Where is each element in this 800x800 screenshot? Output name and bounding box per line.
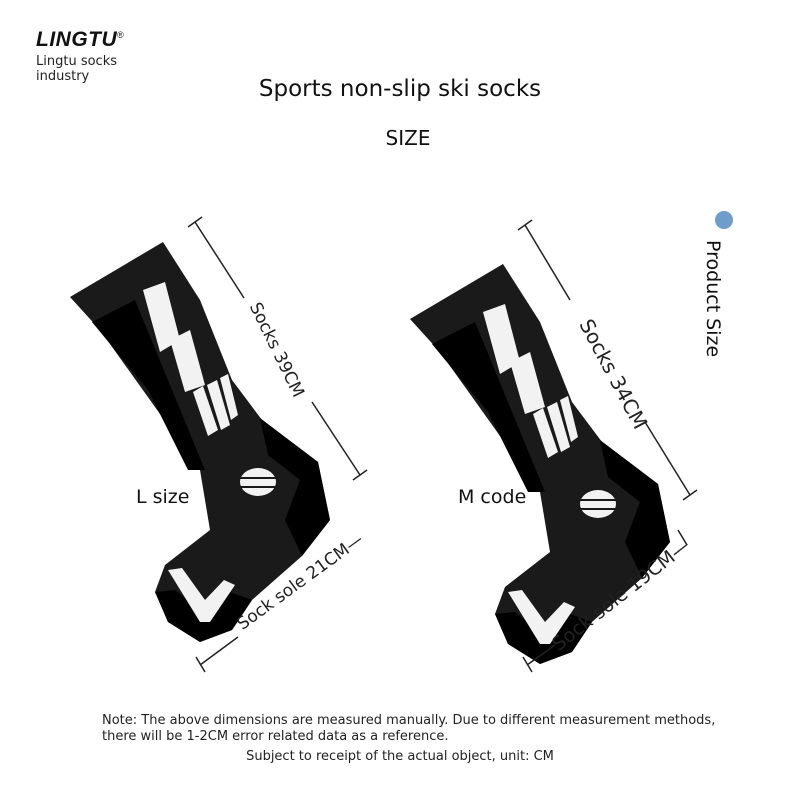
sock-medium-size-label: M code	[458, 486, 527, 508]
sock-medium	[409, 263, 671, 665]
brand-subtitle: Lingtu socks industry	[36, 54, 117, 84]
sock-medium-image	[409, 263, 671, 665]
page-title: Sports non-slip ski socks	[258, 76, 542, 102]
sock-large-size-label: L size	[136, 486, 190, 508]
product-size-label: Product Size	[702, 240, 724, 358]
section-heading: SIZE	[385, 126, 431, 150]
measurement-note: Note: The above dimensions are measured …	[102, 713, 716, 744]
bullet-dot	[715, 211, 733, 229]
dimension-lines	[187, 216, 698, 673]
unit-note: Subject to receipt of the actual object,…	[246, 749, 554, 764]
brand-logo: LINGTU®	[36, 28, 125, 51]
